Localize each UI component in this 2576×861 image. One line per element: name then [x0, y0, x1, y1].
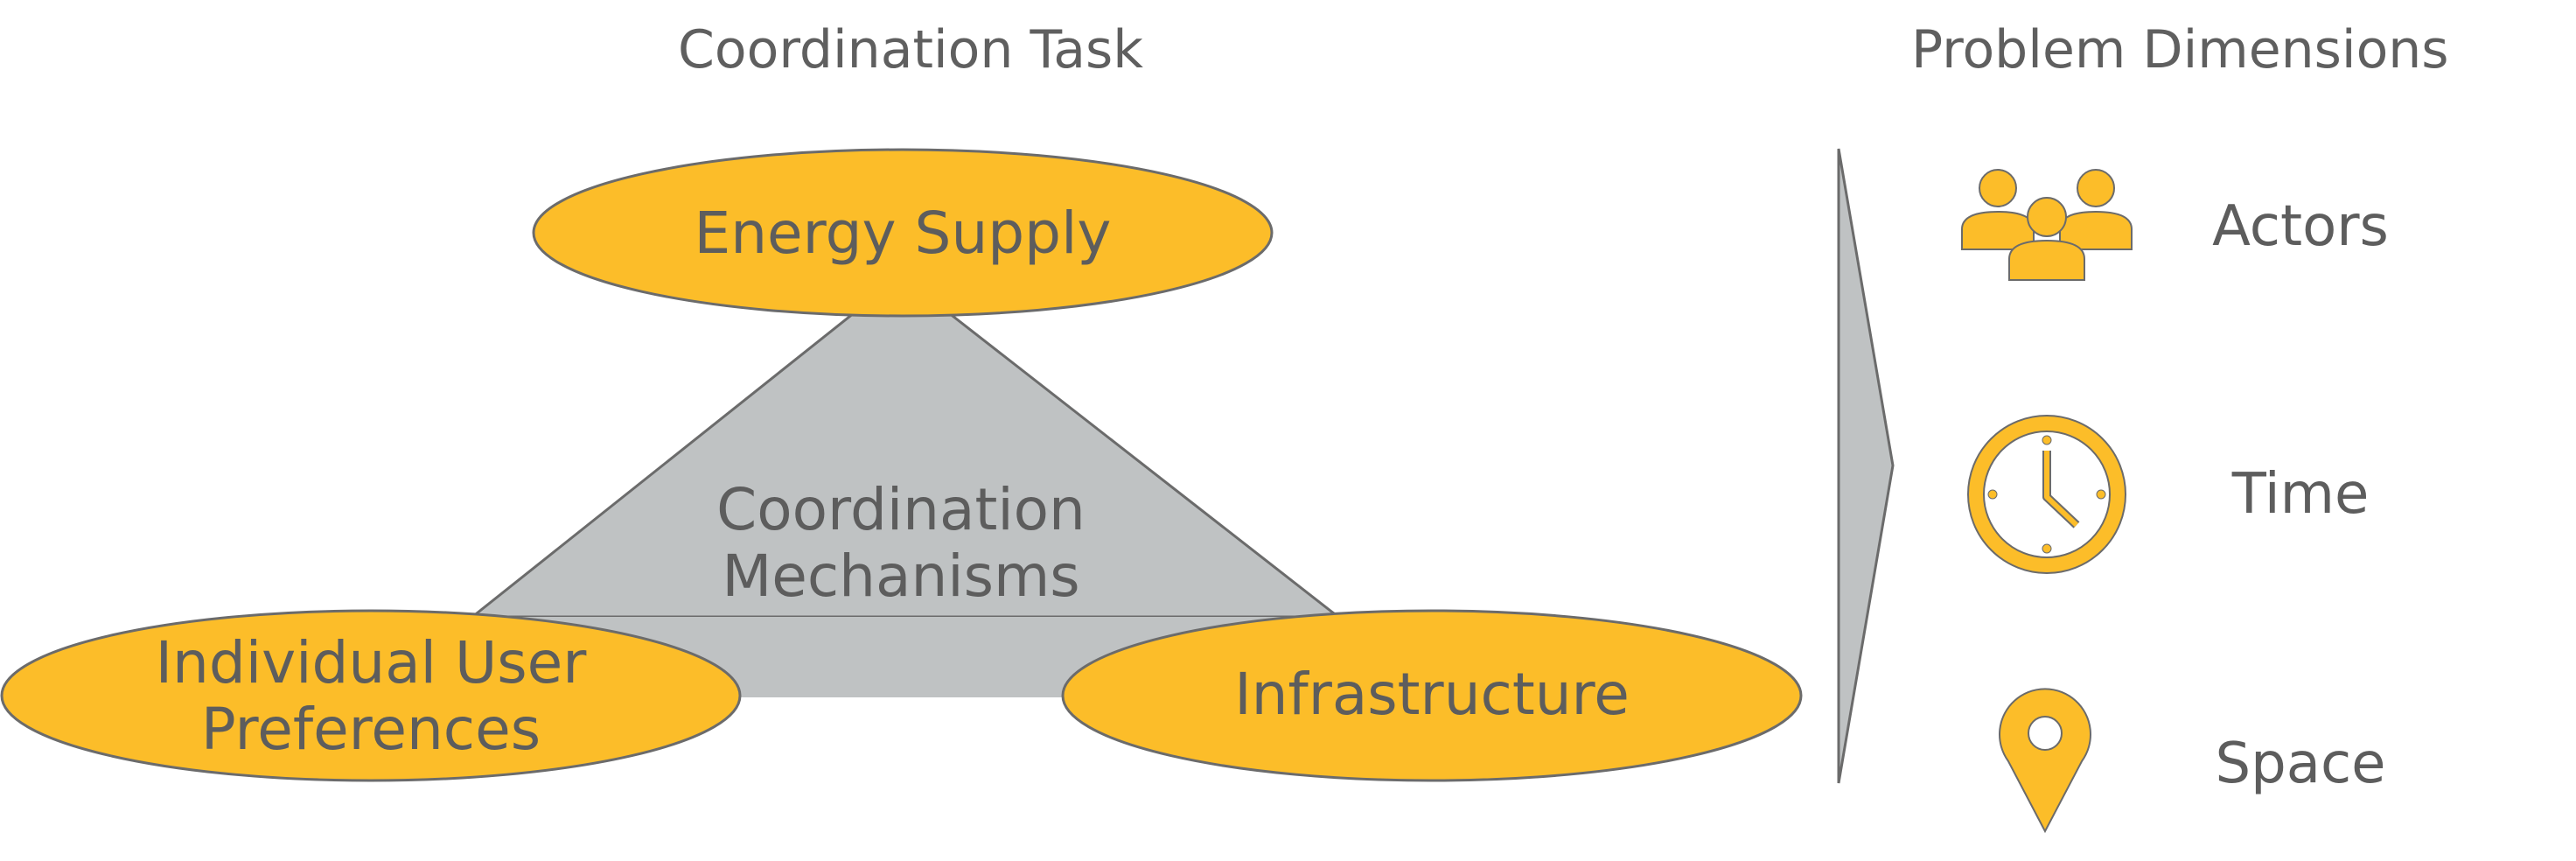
dimension-arrow — [1837, 148, 1895, 784]
user-preferences-line-1: Individual User — [155, 629, 587, 696]
people-group-icon — [1961, 169, 2133, 281]
coordination-mechanisms-label: Coordination Mechanisms — [682, 477, 1120, 610]
user-preferences-ellipse — [0, 609, 742, 782]
coordination-mechanisms-line-1: Coordination — [716, 476, 1086, 543]
actors-label: Actors — [2212, 194, 2389, 259]
user-preferences-line-2: Preferences — [200, 696, 541, 763]
problem-dimensions-heading: Problem Dimensions — [1911, 19, 2449, 80]
infrastructure-label: Infrastructure — [1234, 661, 1630, 728]
clock-icon — [1967, 415, 2126, 574]
coordination-mechanisms-line-2: Mechanisms — [722, 542, 1080, 610]
space-label: Space — [2215, 732, 2386, 796]
time-label: Time — [2231, 462, 2370, 527]
coordination-task-heading: Coordination Task — [678, 19, 1143, 80]
infrastructure-ellipse — [1061, 609, 1803, 782]
location-pin-icon — [1999, 688, 2091, 834]
energy-supply-ellipse — [532, 148, 1274, 318]
energy-supply-label: Energy Supply — [694, 200, 1112, 267]
user-preferences-label: Individual User Preferences — [108, 630, 633, 763]
